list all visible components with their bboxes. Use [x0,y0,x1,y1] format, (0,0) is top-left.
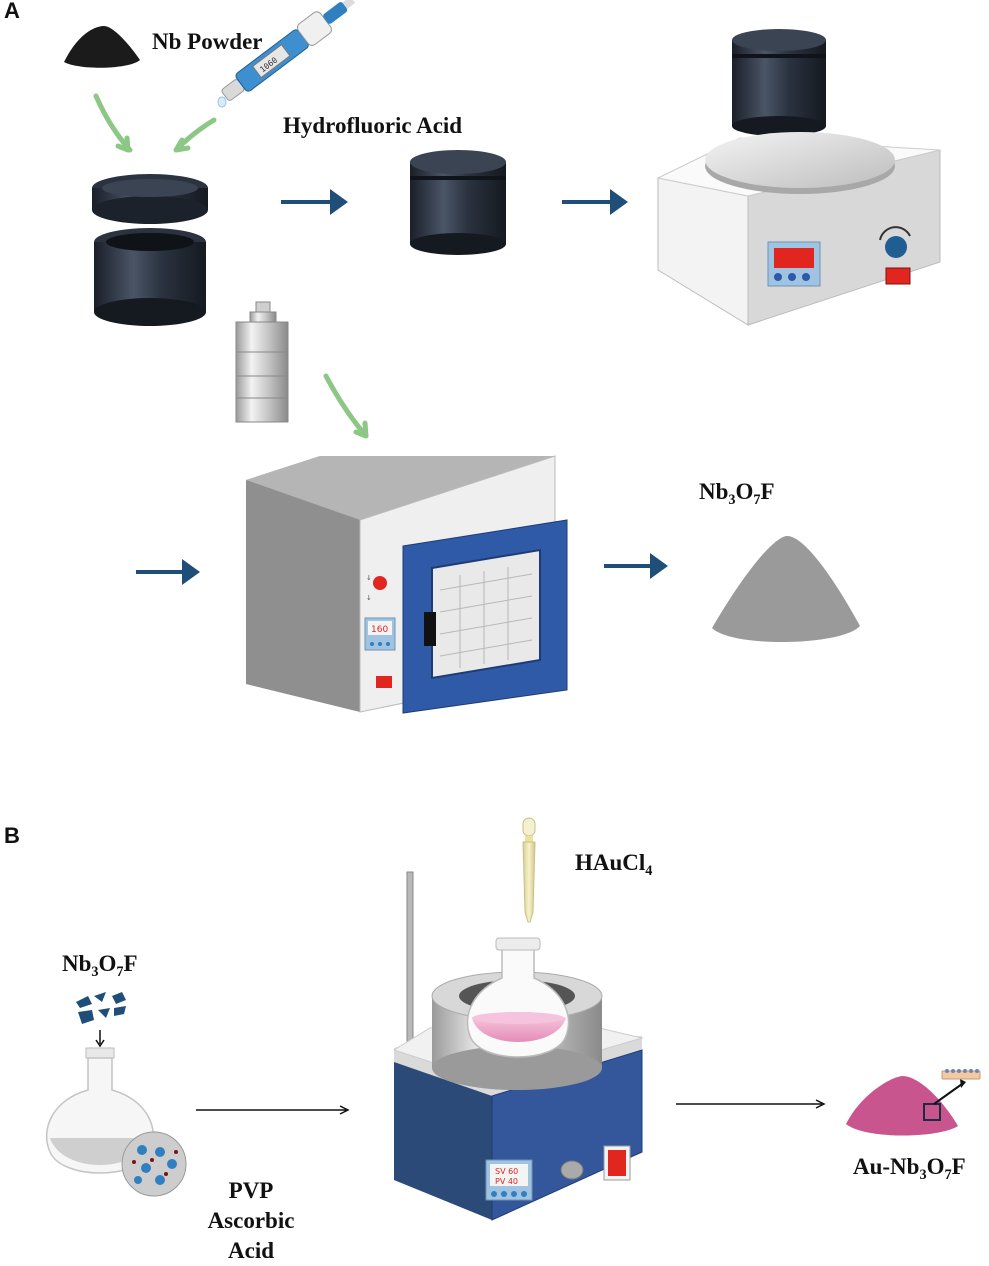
reaction-flask [466,937,570,1058]
process-arrow-icon [196,1105,350,1115]
process-arrow-icon [562,189,628,215]
oven-display-value: 160 [371,625,388,635]
process-arrow-icon [136,559,200,585]
nanoparticle-inset [121,1131,187,1197]
panel-label-a: A [4,0,20,23]
process-arrow-icon [676,1099,826,1109]
pv-readout: PV 40 [495,1177,518,1186]
haucl4-label: HAuCl4 [575,850,653,879]
additive-pvp: PVP [228,1178,274,1203]
additive-acid: Acid [228,1238,274,1263]
svg-text:↓: ↓ [366,574,372,582]
micropipette-icon: 1060 [221,0,356,101]
sv-readout: SV 60 [495,1167,518,1176]
hydrofluoric-acid-label: Hydrofluoric Acid [283,113,463,138]
down-arrow-icon [95,1030,105,1048]
process-arrow-icon [281,189,348,215]
green-arrow-icon [173,117,217,153]
additives-label: PVP Ascorbic Acid [192,1176,310,1266]
teflon-liner-closed [732,29,826,136]
process-arrow-icon [604,553,668,579]
nb3o7f-product-label: Nb3O7F [699,479,775,508]
stand-rod [406,871,414,1061]
green-arrow-icon [323,373,369,439]
au-nb3o7f-product-label: Au-Nb3O7F [853,1154,966,1183]
nb3o7f-product-pile [712,535,860,643]
nb-powder-pile [64,26,140,68]
nb3o7f-flakes-icon [76,992,126,1024]
au-nb3o7f-product [846,1069,981,1136]
svg-text:↓: ↓ [366,594,372,602]
nb3o7f-reactant-label: Nb3O7F [62,951,138,980]
teflon-liner-closed [410,150,506,255]
dropper-pipette-icon [522,817,536,923]
teflon-liner-open [92,174,208,326]
green-arrow-icon [93,93,133,153]
acid-droplet [217,96,227,108]
additive-ascorbic: Ascorbic [207,1208,295,1233]
drying-oven: ↓ ↓ 160 [246,455,568,714]
panel-label-b: B [4,823,20,848]
autoclave-icon [235,301,289,423]
nb-powder-label: Nb Powder [152,29,263,54]
magnetic-stirrer [656,132,941,326]
